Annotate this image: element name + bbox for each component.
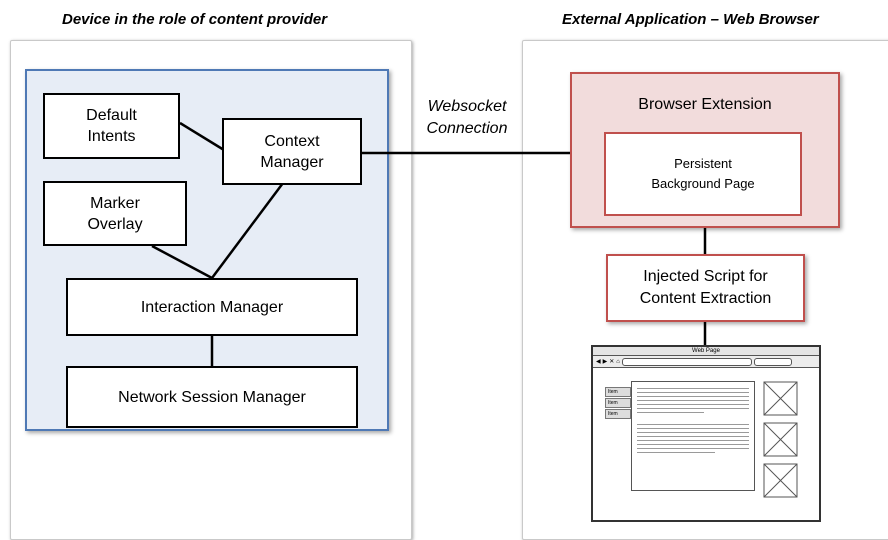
back-icon: ◀ (596, 359, 601, 365)
mock-search-field (753, 357, 792, 366)
default-intents-label: Default Intents (86, 107, 137, 145)
mock-tab-3: Item (605, 409, 631, 419)
mock-tab-list: Item Item Item (605, 387, 631, 420)
mock-content-area (631, 381, 755, 491)
persistent-background-page-label: Persistent Background Page (651, 156, 755, 191)
websocket-label-line1: Websocket (427, 98, 507, 115)
webpage-mockup: Web Page ◀ ▶ ✕ ⌂ Item Item Item (591, 345, 821, 522)
network-session-manager-box: Network Session Manager (66, 366, 358, 428)
mock-url-bar (621, 357, 752, 366)
persistent-background-page-box: Persistent Background Page (604, 132, 802, 216)
mock-tab-1: Item (605, 387, 631, 397)
mock-image-placeholders (763, 381, 798, 498)
forward-icon: ▶ (602, 359, 608, 365)
context-manager-box: Context Manager (222, 118, 362, 185)
left-heading: Device in the role of content provider (62, 11, 328, 28)
context-manager-label: Context Manager (260, 132, 324, 171)
right-heading: External Application – Web Browser (562, 11, 819, 28)
image-placeholder-icon-3 (763, 463, 798, 498)
marker-overlay-label: Marker Overlay (87, 194, 143, 233)
websocket-connection-label: Websocket Connection (412, 96, 522, 140)
interaction-manager-box: Interaction Manager (66, 278, 358, 336)
browser-extension-box: Browser Extension Persistent Background … (570, 72, 840, 228)
mock-tab-2: Item (605, 398, 631, 408)
intents-context-line (179, 121, 225, 152)
context-interaction-line (210, 182, 285, 279)
home-icon: ⌂ (616, 358, 620, 365)
injected-script-box: Injected Script for Content Extraction (606, 254, 805, 322)
browser-extension-title: Browser Extension (638, 96, 772, 113)
marker-overlay-box: Marker Overlay (43, 181, 187, 246)
mock-title-bar: Web Page (593, 347, 819, 356)
network-session-manager-label: Network Session Manager (118, 388, 306, 406)
websocket-label-line2: Connection (426, 120, 508, 137)
image-placeholder-icon-2 (763, 422, 798, 457)
injected-script-label: Injected Script for Content Extraction (639, 268, 772, 307)
mock-toolbar: ◀ ▶ ✕ ⌂ (593, 356, 819, 368)
interaction-manager-label: Interaction Manager (140, 298, 284, 316)
image-placeholder-icon-1 (763, 381, 798, 416)
close-icon: ✕ (609, 359, 615, 365)
default-intents-box: Default Intents (43, 93, 180, 159)
overlay-interaction-line (151, 244, 213, 280)
